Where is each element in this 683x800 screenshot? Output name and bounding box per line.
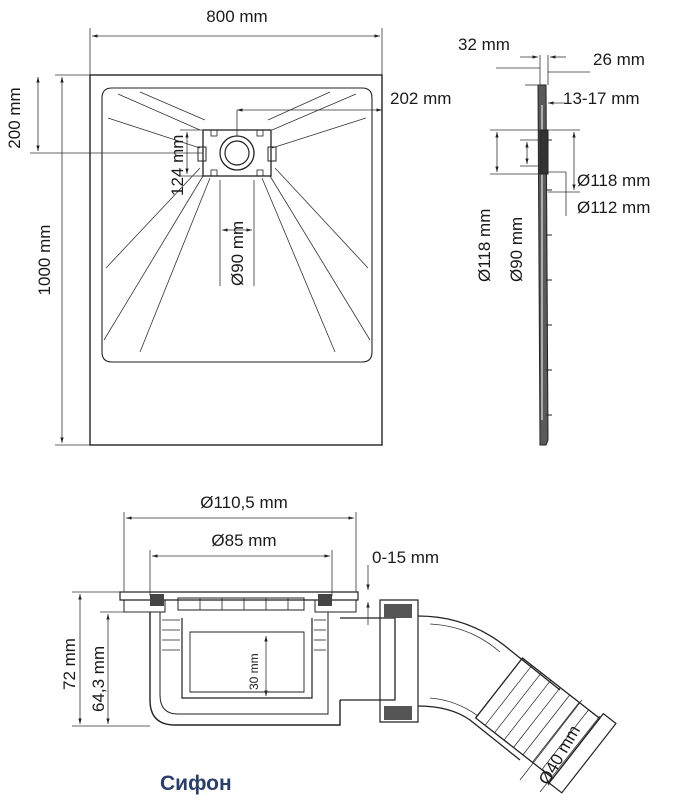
- left-outer-label: Ø118 mm: [475, 209, 494, 282]
- tray-length-label: 1000 mm: [35, 225, 54, 296]
- siphon-caption: Сифон: [160, 772, 232, 795]
- drain-lateral-label: 202 mm: [390, 89, 451, 108]
- tray-width-label: 800 mm: [206, 7, 267, 26]
- drain-offset-label: 200 mm: [5, 87, 24, 148]
- profile-drain: [539, 129, 549, 175]
- drain-box-label: 124 mm: [168, 135, 187, 196]
- seal-label: 30 mm: [247, 653, 261, 690]
- left-inner-label: Ø90 mm: [507, 217, 526, 282]
- siphon-section: Ø110,5 mm Ø85 mm 0-15 mm 72 mm 64,3 mm 3…: [60, 493, 617, 795]
- adjust-label: 0-15 mm: [372, 548, 439, 567]
- siphon-height-label: 72 mm: [60, 638, 79, 690]
- tray-basin: [101, 87, 373, 363]
- profile-body: [537, 84, 549, 446]
- outer-dia-label: Ø118 mm: [577, 171, 650, 190]
- tray-top-view: 800 mm 1000 mm 200 mm 202 mm 124 mm Ø90 …: [5, 7, 451, 446]
- siphon-inner-height-label: 64,3 mm: [89, 646, 108, 712]
- tray-side-profile: 32 mm 26 mm 13-17 mm Ø118 mm Ø90 mm Ø118…: [458, 35, 650, 446]
- thickness-label: 32 mm: [458, 35, 510, 54]
- drain-box: [202, 129, 272, 177]
- outlet-label: Ø40 mm: [535, 722, 584, 788]
- drain-tab-left: [197, 146, 207, 162]
- edge-label: 26 mm: [593, 50, 645, 69]
- siphon-inner-dia-label: Ø85 mm: [211, 531, 276, 550]
- tray-outline: [89, 74, 383, 446]
- inner-dia-label: Ø112 mm: [577, 198, 650, 217]
- drain-hole-label: Ø90 mm: [228, 221, 247, 286]
- outlet-nut: [474, 657, 617, 794]
- siphon-top-dia-label: Ø110,5 mm: [200, 493, 288, 512]
- drain-tab-right: [267, 146, 277, 162]
- slope-label: 13-17 mm: [563, 89, 640, 108]
- slope-lines: [103, 91, 371, 353]
